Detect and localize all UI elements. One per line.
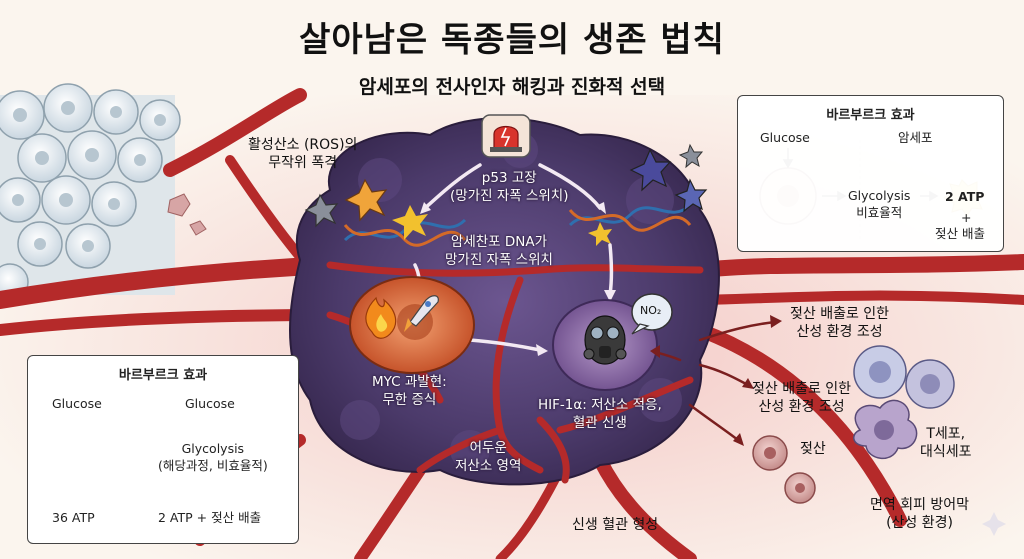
warburg-box-right: 바르부르크 효과: [737, 95, 1004, 252]
outer-arrow-heads: [650, 315, 782, 446]
right-glucose: Glucose: [760, 130, 810, 145]
right-plus: +: [961, 210, 972, 225]
warburg-box-left-title: 바르부르크 효과: [118, 368, 208, 383]
gas-mask-icon: [583, 315, 627, 365]
right-2atp: 2 ATP: [945, 189, 985, 204]
immune-cells-label: T세포, 대식세포: [920, 426, 972, 461]
acidic-env-label-2: 젖산 배출로 인한 산성 환경 조성: [752, 381, 852, 416]
myc-label: MYC 과발현: 무한 증식: [372, 374, 447, 408]
left-36atp: 36 ATP: [52, 510, 95, 525]
right-glycolysis: Glycolysis 비효율적: [848, 188, 911, 220]
sparkle-icon: [982, 512, 1006, 536]
page-title: 살아남은 독종들의 생존 법칙: [299, 20, 725, 60]
left-glycolysis: Glycolysis (해당과정, 비효율적): [158, 441, 268, 473]
left-glucose-2: Glucose: [185, 396, 235, 411]
healthy-tissue: [0, 83, 207, 301]
alarm-icon: [481, 114, 531, 158]
p53-label: p53 고장 (망가진 자폭 스위치): [450, 170, 569, 204]
immune-evasion-label: 면역 회피 방어막 (산성 환경): [870, 497, 970, 532]
lactate-cell-nuclei: [764, 447, 805, 493]
rocket-icon: [404, 295, 439, 332]
no2-bubble: [631, 293, 673, 335]
right-cancer-cell: 암세포: [898, 130, 933, 145]
ros-label: 활성산소 (ROS)의 무작위 폭격: [248, 137, 358, 172]
hypoxic-region-label: 어두운 저산소 영역: [455, 440, 522, 474]
immune-cells: [853, 345, 955, 459]
no2-text: NO₂: [640, 304, 662, 317]
myc-cell: [349, 276, 475, 374]
left-2atp: 2 ATP + 젖산 배출: [158, 510, 262, 525]
fire-icon: [365, 296, 397, 339]
angiogenesis-label: 신생 혈관 형성: [572, 517, 659, 533]
lactate-label: 젖산: [800, 441, 826, 457]
right-lactate-out: 젖산 배출: [935, 226, 985, 241]
dna-damage-sparks: [392, 205, 612, 246]
dna-label: 암세찬포 DNA가 망가진 자폭 스위치: [445, 234, 553, 268]
left-glucose-1: Glucose: [52, 396, 102, 411]
warburg-box-right-title: 바르부르크 효과: [826, 108, 915, 123]
hif-label: HIF-1α: 저산소 적응, 혈관 신생: [538, 397, 662, 431]
acidic-env-label-1: 젖산 배출로 인한 산성 환경 조성: [790, 306, 890, 341]
page-subtitle: 암세포의 전사인자 해킹과 진화적 선택: [358, 76, 666, 98]
warburg-box-left: 바르부르크 효과: [27, 355, 299, 544]
dna-strand-right: [568, 203, 692, 232]
ros-particles: [304, 143, 708, 228]
